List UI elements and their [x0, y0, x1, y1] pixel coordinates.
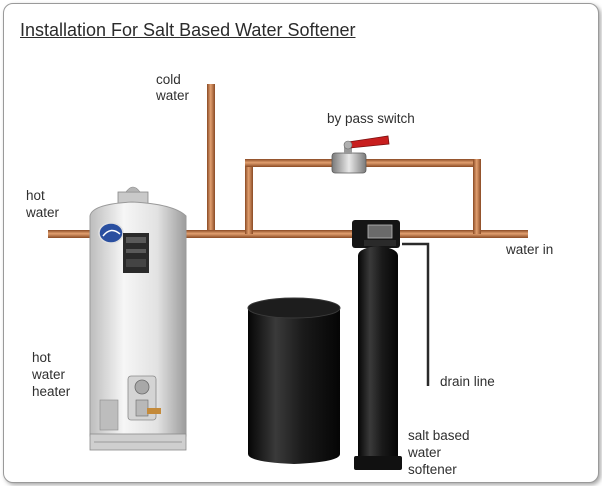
drain-line: [402, 242, 430, 386]
cold-water-pipe: [207, 84, 215, 234]
label-water-in: water in: [506, 242, 554, 257]
label-drain-line: drain line: [440, 374, 495, 389]
brine-tank: [247, 297, 341, 464]
diagram-title: Installation For Salt Based Water Soften…: [20, 20, 356, 40]
label-heater-line3: heater: [32, 384, 71, 399]
label-softener-line3: softener: [408, 462, 457, 477]
main-water-pipe: [48, 230, 528, 238]
label-cold-water-line2: water: [156, 88, 190, 103]
softener-tank: [352, 220, 402, 470]
label-cold-water-line1: cold: [156, 72, 181, 87]
plumbing-illustration: [48, 84, 528, 470]
diagram-frame: Installation For Salt Based Water Soften…: [3, 3, 599, 483]
label-hot-water-line1: hot: [26, 188, 45, 203]
bypass-pipe-left: [245, 159, 253, 234]
bypass-valve: [331, 135, 390, 174]
water-heater: [89, 186, 187, 451]
label-softener-line2: water: [408, 445, 442, 460]
label-heater-line2: water: [32, 367, 66, 382]
bypass-pipe-right: [473, 159, 481, 234]
label-bypass-switch: by pass switch: [327, 111, 415, 126]
label-hot-water-line2: water: [26, 205, 60, 220]
label-heater-line1: hot: [32, 350, 51, 365]
label-softener-line1: salt based: [408, 428, 470, 443]
